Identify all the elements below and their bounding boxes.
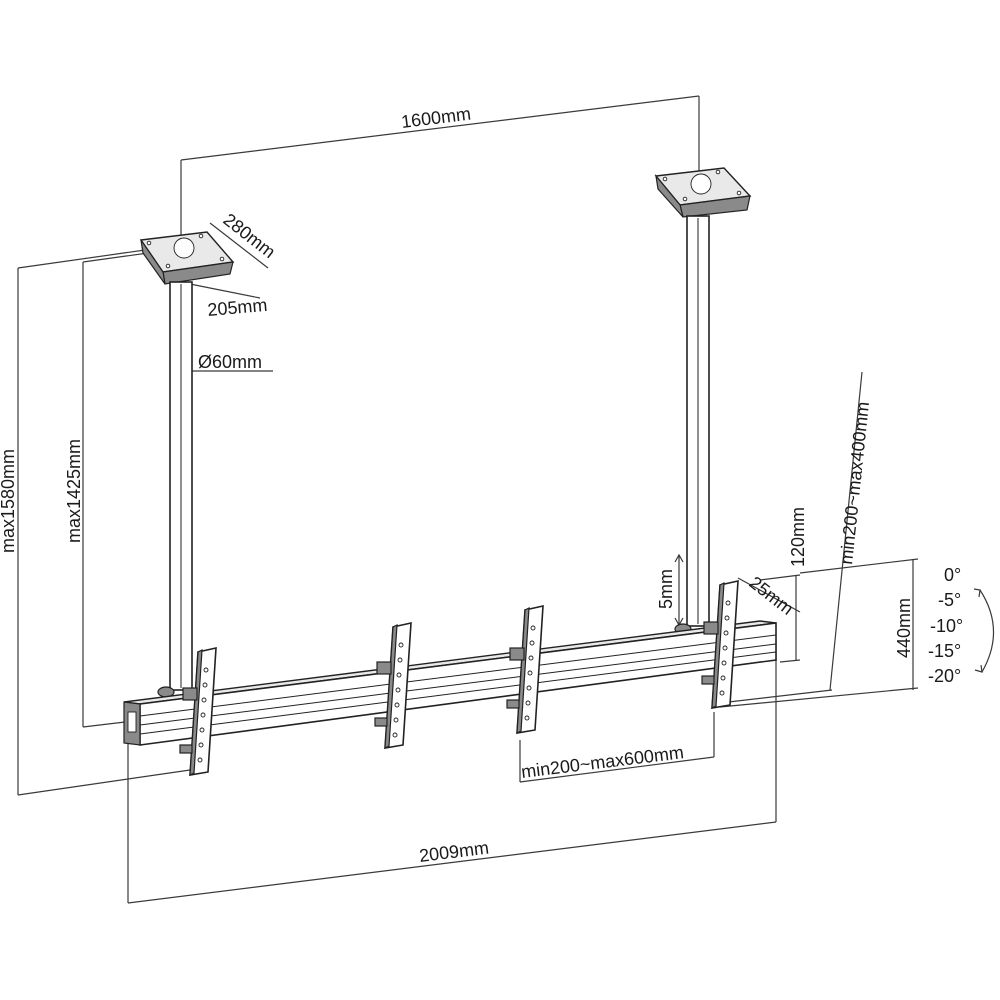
left-pole: [157, 281, 193, 698]
tilt-angle-labels: 0° -5° -10° -15° -20°: [928, 565, 963, 686]
label-plate-width: 205mm: [207, 295, 269, 320]
dimension-labels: 1600mm 280mm 205mm Ø60mm max1580mm max14…: [0, 104, 914, 866]
tilt-angle-5: -5°: [938, 590, 961, 610]
tilt-angle-10: -10°: [930, 616, 963, 636]
label-vesa-horizontal: min200~max600mm: [520, 742, 685, 782]
label-rail-length: 2009mm: [418, 838, 490, 866]
horizontal-rail: [123, 620, 777, 746]
tilt-bracket-3: [506, 604, 544, 735]
tilt-angle-0: 0°: [944, 565, 961, 585]
right-pole: [674, 215, 710, 635]
label-max-height-total: max1580mm: [0, 449, 18, 553]
dimension-lines: [17, 95, 919, 904]
label-adjust-5mm: 5mm: [656, 569, 676, 609]
right-ceiling-plate: [654, 167, 752, 218]
tilt-angle-15: -15°: [928, 641, 961, 661]
tilt-bracket-2: [374, 621, 412, 750]
label-pole-diameter: Ø60mm: [198, 352, 262, 372]
tilt-bracket-4: [701, 579, 739, 710]
tilt-bracket-1: [179, 646, 217, 777]
label-max-height-pole: max1425mm: [64, 439, 84, 543]
label-offset-120mm: 120mm: [788, 507, 808, 567]
label-bracket-height: 440mm: [894, 598, 914, 658]
tilt-angle-20: -20°: [928, 666, 961, 686]
label-vesa-vertical: min200~max400mm: [836, 401, 873, 566]
label-pole-spacing: 1600mm: [400, 104, 472, 132]
tilt-arrow: [973, 588, 995, 673]
left-ceiling-plate: [139, 231, 235, 285]
label-offset-25mm: 25mm: [746, 572, 798, 619]
